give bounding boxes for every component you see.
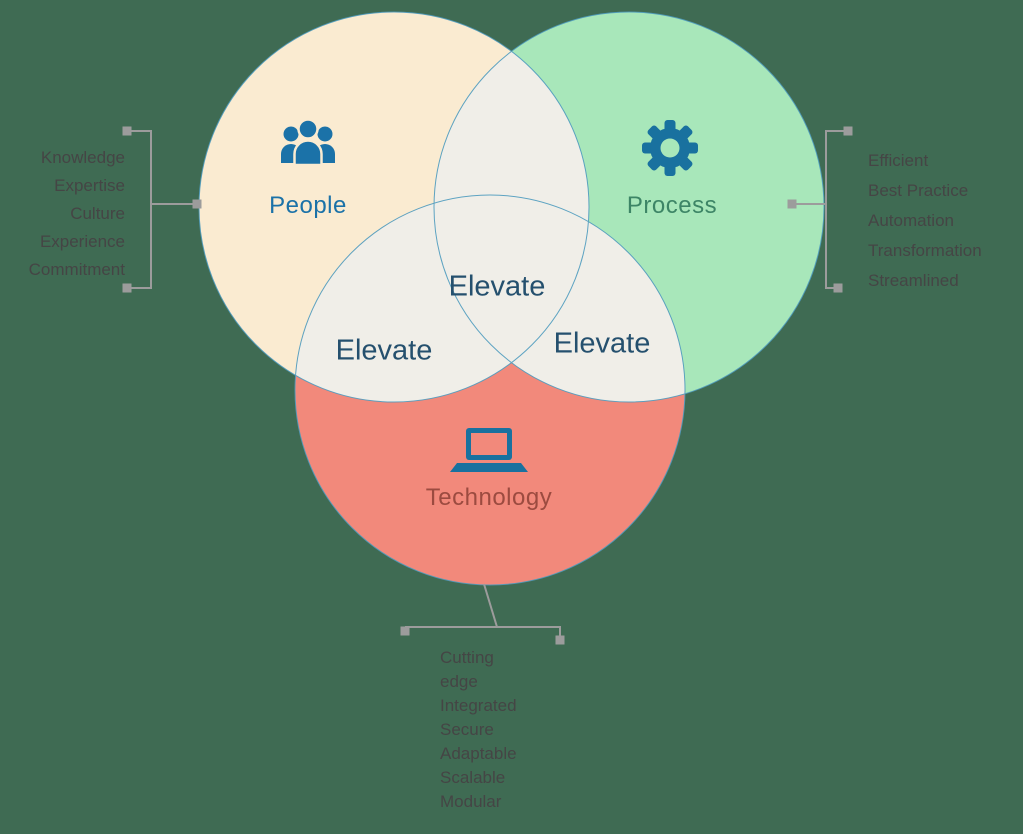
annotation-item: edge: [440, 672, 478, 691]
circle-outlines: [198, 11, 825, 586]
annotation-item: Modular: [440, 792, 502, 811]
annotation-item: Transformation: [868, 241, 982, 260]
laptop-icon: [450, 428, 528, 472]
annotation-item: Knowledge: [40, 148, 125, 167]
process-connector: [787, 126, 853, 293]
process-annotation-list: Efficient Best Practice Automation Trans…: [868, 146, 982, 296]
annotation-item: Culture: [70, 204, 125, 223]
annotation-item: Automation: [868, 211, 954, 230]
annotation-item: Adaptable: [440, 744, 517, 763]
annotation-item: Integrated: [440, 696, 517, 715]
annotation-item: Secure: [440, 720, 494, 739]
annotation-item: Expertise: [54, 176, 125, 195]
annotation-item: Efficient: [868, 151, 929, 170]
annotation-item: Commitment: [28, 260, 125, 279]
process-label: Process: [626, 192, 718, 219]
elevate-center-label: Elevate: [448, 270, 546, 303]
elevate-right-label: Elevate: [553, 327, 651, 360]
annotation-item: Cutting: [440, 648, 494, 667]
technology-connector: [400, 583, 565, 645]
technology-label: Technology: [425, 484, 553, 511]
people-connector: [122, 126, 202, 293]
people-icon: [281, 118, 335, 167]
annotation-item: Scalable: [440, 768, 506, 787]
people-annotation-list: Knowledge Expertise Culture Experience C…: [29, 144, 125, 284]
elevate-left-label: Elevate: [335, 334, 433, 367]
annotation-item: Experience: [39, 232, 125, 251]
annotation-item: Best Practice: [868, 181, 969, 200]
technology-annotation-list: Cutting edge Integrated Secure Adaptable…: [440, 646, 517, 814]
people-label: People: [269, 192, 347, 219]
annotation-item: Streamlined: [868, 271, 959, 290]
gear-icon: [642, 120, 698, 176]
